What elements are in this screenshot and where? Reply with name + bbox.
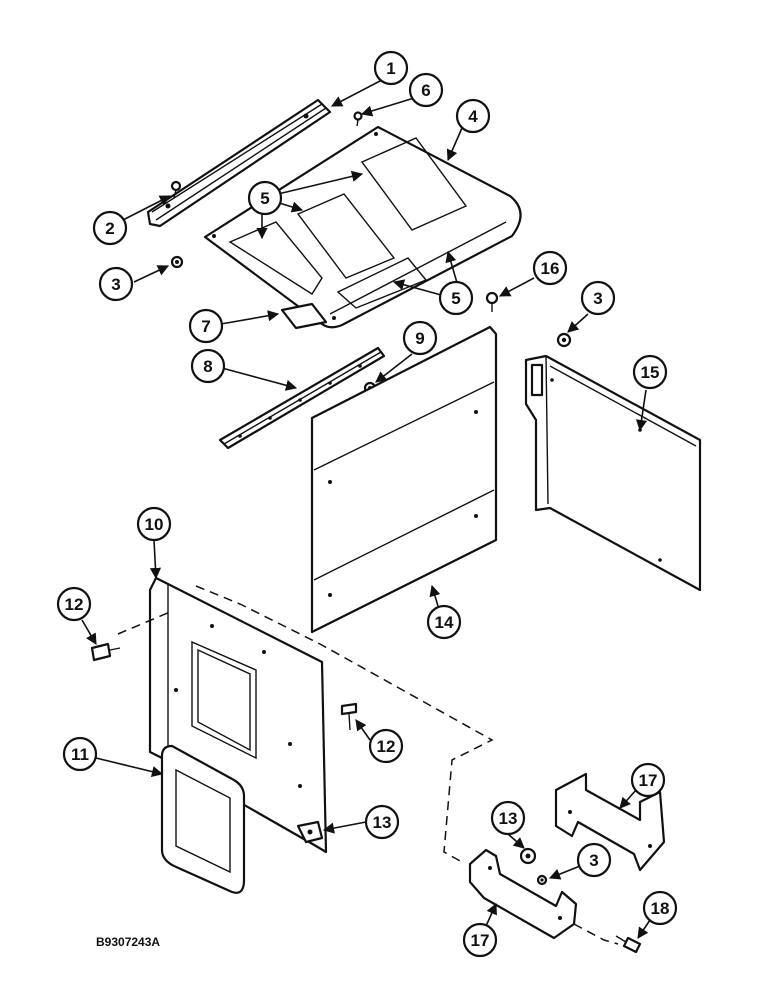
callout-5-b: 5	[438, 280, 474, 316]
callout-1: 1	[373, 50, 409, 86]
svg-text:7: 7	[201, 317, 210, 336]
part-12-bolt-b	[340, 702, 358, 731]
svg-text:3: 3	[593, 289, 602, 308]
leader-lines	[81, 79, 651, 939]
callout-16: 16	[532, 250, 568, 286]
svg-text:5: 5	[260, 189, 269, 208]
svg-text:3: 3	[111, 275, 120, 294]
svg-text:9: 9	[415, 329, 424, 348]
svg-text:6: 6	[421, 81, 430, 100]
part-15-side-panel	[524, 354, 702, 592]
svg-text:18: 18	[651, 899, 670, 918]
part-17-u-bracket-b	[468, 848, 578, 940]
callout-13-a: 13	[364, 804, 400, 840]
part-13-grommet-b	[519, 847, 537, 865]
svg-text:17: 17	[471, 931, 490, 950]
callout-5-a: 5	[247, 180, 283, 216]
callout-13-b: 13	[490, 800, 526, 836]
part-16-bolt	[485, 291, 499, 312]
svg-text:13: 13	[373, 813, 392, 832]
part-1-angle-strip	[146, 98, 332, 228]
part-3-nut-c	[536, 874, 548, 886]
callout-12-b: 12	[368, 728, 404, 764]
part-12-bolt-a	[90, 642, 121, 662]
part-11-gasket-frame	[160, 744, 246, 894]
part-13-grommet-a	[296, 820, 324, 844]
callout-15: 15	[632, 354, 668, 390]
callout-9: 9	[402, 320, 438, 356]
svg-text:5: 5	[451, 289, 460, 308]
part-5-pad-a	[360, 137, 468, 231]
svg-text:8: 8	[203, 357, 212, 376]
callout-3-a: 3	[98, 266, 134, 302]
callout-17-b: 17	[462, 922, 498, 958]
svg-text:2: 2	[105, 219, 114, 238]
svg-text:12: 12	[377, 737, 396, 756]
part-10-bracket-plate	[148, 576, 328, 854]
part-8-slotted-bar	[218, 346, 386, 450]
callout-18: 18	[642, 890, 678, 926]
part-5-pad-b	[296, 193, 396, 279]
svg-text:10: 10	[145, 515, 164, 534]
part-5-pad-d	[336, 257, 428, 309]
svg-text:15: 15	[641, 363, 660, 382]
callout-3-c: 3	[576, 842, 612, 878]
callout-4: 4	[455, 98, 491, 134]
svg-text:13: 13	[499, 809, 518, 828]
svg-text:17: 17	[639, 771, 658, 790]
callout-12-a: 12	[56, 586, 92, 622]
part-3-nut-a	[170, 255, 184, 269]
part-14-vertical-panel	[310, 325, 498, 634]
part-18-bolt	[615, 935, 642, 954]
callout-10: 10	[136, 506, 172, 542]
svg-text:4: 4	[468, 107, 478, 126]
callout-11: 11	[62, 736, 98, 772]
assembly-lines	[117, 585, 619, 945]
svg-text:11: 11	[71, 745, 89, 764]
part-6-screw	[353, 111, 363, 127]
callout-6: 6	[408, 72, 444, 108]
part-17-u-bracket-a	[554, 772, 666, 872]
svg-text:1: 1	[386, 59, 395, 78]
callout-3-b: 3	[580, 280, 616, 316]
part-3-nut-b	[556, 332, 572, 348]
callout-17-a: 17	[630, 762, 666, 798]
part-7-small-pad	[280, 302, 328, 330]
figure-id: B9307243A	[96, 935, 160, 949]
callout-8: 8	[190, 348, 226, 384]
callout-14: 14	[426, 604, 462, 640]
callout-7: 7	[188, 308, 224, 344]
svg-text:12: 12	[65, 595, 84, 614]
callout-2: 2	[92, 210, 128, 246]
svg-text:3: 3	[589, 851, 598, 870]
svg-text:14: 14	[435, 613, 454, 632]
svg-text:16: 16	[541, 259, 560, 278]
part-2-screw	[170, 180, 182, 199]
